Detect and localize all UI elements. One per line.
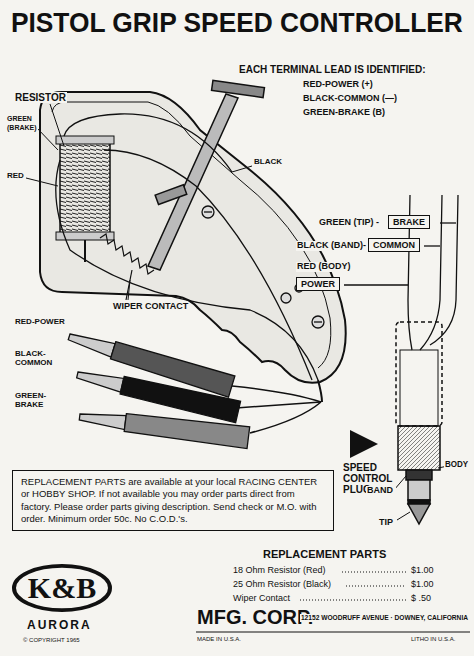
terminal-box: BRAKE	[388, 215, 430, 229]
wiper-spring	[100, 234, 154, 300]
green-clip	[78, 406, 249, 449]
print-note: MADE IN U.S.A.	[196, 636, 242, 643]
terminal-box: POWER	[296, 277, 340, 291]
table-cell: $1.00	[410, 580, 435, 590]
table-heading: REPLACEMENT PARTS	[262, 548, 387, 560]
company-name: MFG. CORP.	[196, 606, 314, 628]
plug-arrow	[350, 430, 378, 458]
logo-text: K&B	[28, 573, 96, 603]
table-cell: 25 Ohm Resistor (Black)	[232, 580, 332, 590]
clip-label: RED-POWER	[14, 318, 66, 327]
cable	[232, 380, 322, 433]
wire-label: BLACK	[253, 158, 283, 167]
box-text: REPLACEMENT PARTS are available at your …	[21, 476, 325, 525]
heading-note: EACH TERMINAL LEAD IS IDENTIFIED:	[238, 64, 426, 75]
trigger	[148, 80, 264, 270]
plug-lead-label: RED (BODY)	[296, 262, 352, 272]
wire-label: (BRAKE)	[6, 124, 38, 132]
clip-label: GREEN- BRAKE	[14, 392, 60, 410]
footer-rule	[196, 632, 470, 633]
title: PISTOL GRIP SPEED CONTROLLER	[10, 8, 464, 39]
logo-oval: K&B	[12, 564, 112, 612]
brand-name: AURORA	[26, 619, 93, 632]
lead-note: BLACK-COMMON (—)	[302, 94, 398, 104]
leader-lines	[26, 104, 252, 300]
table-cell: $ .50	[410, 594, 432, 604]
plug-lead-label: BLACK (BAND)-	[296, 241, 367, 251]
notice-box: REPLACEMENT PARTS are available at your …	[12, 470, 334, 531]
internal-wires	[56, 114, 318, 380]
part-label: WIPER CONTACT	[112, 302, 189, 312]
box-text: BRAKE	[393, 217, 425, 227]
terminal-box: COMMON	[368, 238, 420, 252]
housing	[40, 92, 346, 383]
address: 12152 WOODRUFF AVENUE · DOWNEY, CALIFORN…	[300, 614, 469, 622]
plug-part-label: TIP	[378, 518, 394, 528]
table-cell: Wiper Contact	[232, 594, 291, 604]
table-cell: 18 Ohm Resistor (Red)	[232, 566, 327, 576]
plug-lead-label: GREEN (TIP) -	[318, 218, 380, 228]
black-clip	[75, 364, 241, 423]
copyright: © COPYRIGHT 1965	[22, 637, 81, 644]
clip-label: BLACK- COMMON	[14, 350, 62, 368]
resistor-symbol	[56, 136, 114, 262]
wire-label: RED	[6, 172, 25, 181]
print-note: LITHO IN U.S.A.	[410, 636, 456, 643]
plug-part-label: BAND	[366, 486, 394, 496]
plug-part-label: BODY	[444, 460, 469, 470]
box-text: COMMON	[373, 240, 415, 250]
wire-label: GREEN	[6, 115, 33, 123]
box-text: POWER	[301, 279, 335, 289]
lead-note: RED-POWER (+)	[302, 80, 374, 90]
part-label: RESISTOR	[14, 92, 67, 103]
lead-note: GREEN-BRAKE (B)	[302, 108, 386, 118]
table-cell: $1.00	[410, 566, 435, 576]
speed-control-plug	[394, 322, 448, 524]
